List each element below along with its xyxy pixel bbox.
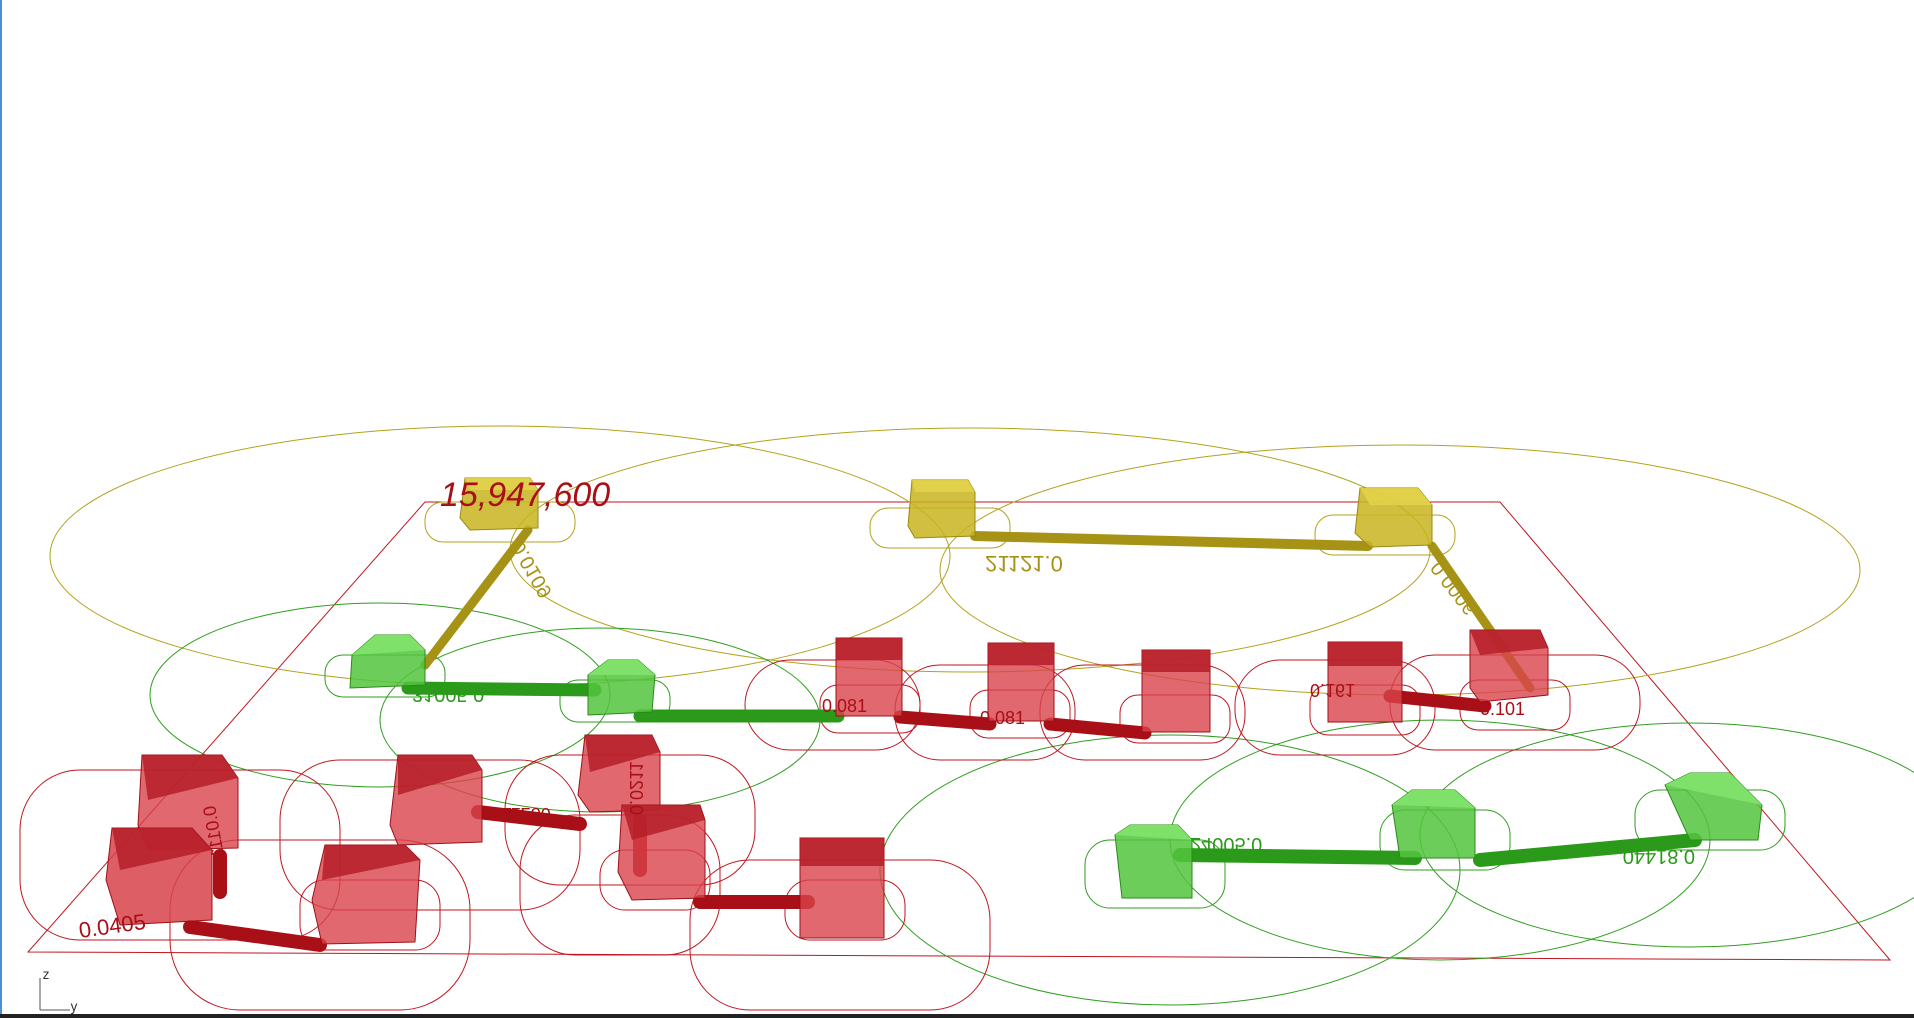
beam-label: 24005.0: [1190, 833, 1262, 855]
beam-label: 0.0006: [1427, 557, 1482, 619]
red-node[interactable]: [835, 637, 903, 717]
yellow-node[interactable]: [459, 477, 539, 531]
red-node[interactable]: [1141, 649, 1211, 733]
beam-label: 0.81440: [1623, 845, 1695, 867]
green-node[interactable]: [1114, 824, 1193, 899]
beam-label: 31005.0: [412, 683, 484, 705]
axis-z-label: z: [42, 968, 50, 983]
red-node[interactable]: [389, 754, 483, 846]
viewport-bottom-border: [0, 1014, 1914, 1018]
red-node[interactable]: [577, 734, 661, 813]
beam-label: 11280: [502, 804, 551, 824]
green-beams: [401, 681, 1702, 867]
beam-label: 0.081: [822, 696, 867, 716]
red-node[interactable]: [617, 804, 706, 901]
axis-y-label: y: [70, 1000, 78, 1015]
axis-triad: z y: [30, 968, 90, 1015]
red-node[interactable]: [1327, 641, 1403, 723]
green-node[interactable]: [349, 634, 426, 689]
beam-label: 0.0405: [77, 909, 147, 943]
green-node[interactable]: [587, 659, 656, 716]
red-node[interactable]: [105, 827, 213, 926]
green-node[interactable]: [1664, 772, 1763, 841]
red-node[interactable]: [987, 642, 1055, 722]
yellow-node[interactable]: [1354, 487, 1433, 548]
total-value-label: 15,947,600: [440, 476, 610, 514]
red-node[interactable]: [311, 844, 421, 945]
yellow-node[interactable]: [907, 479, 976, 539]
viewport-left-border: [0, 0, 2, 1018]
beam-label: 0.0109: [507, 538, 557, 602]
axis-triad-lines: [39, 978, 70, 1011]
red-node[interactable]: [799, 837, 885, 939]
beam-label: 0.0211: [626, 761, 646, 815]
red-node[interactable]: [137, 754, 239, 851]
beam-label: 0.101: [1480, 699, 1525, 719]
beam-label: 0.081: [980, 708, 1025, 728]
green-node[interactable]: [1391, 789, 1476, 859]
red-node[interactable]: [1469, 629, 1549, 703]
beam-label: 21121.0: [985, 551, 1063, 576]
beam-label: 0.161: [1310, 680, 1355, 700]
ground-plane: [26, 501, 1892, 961]
